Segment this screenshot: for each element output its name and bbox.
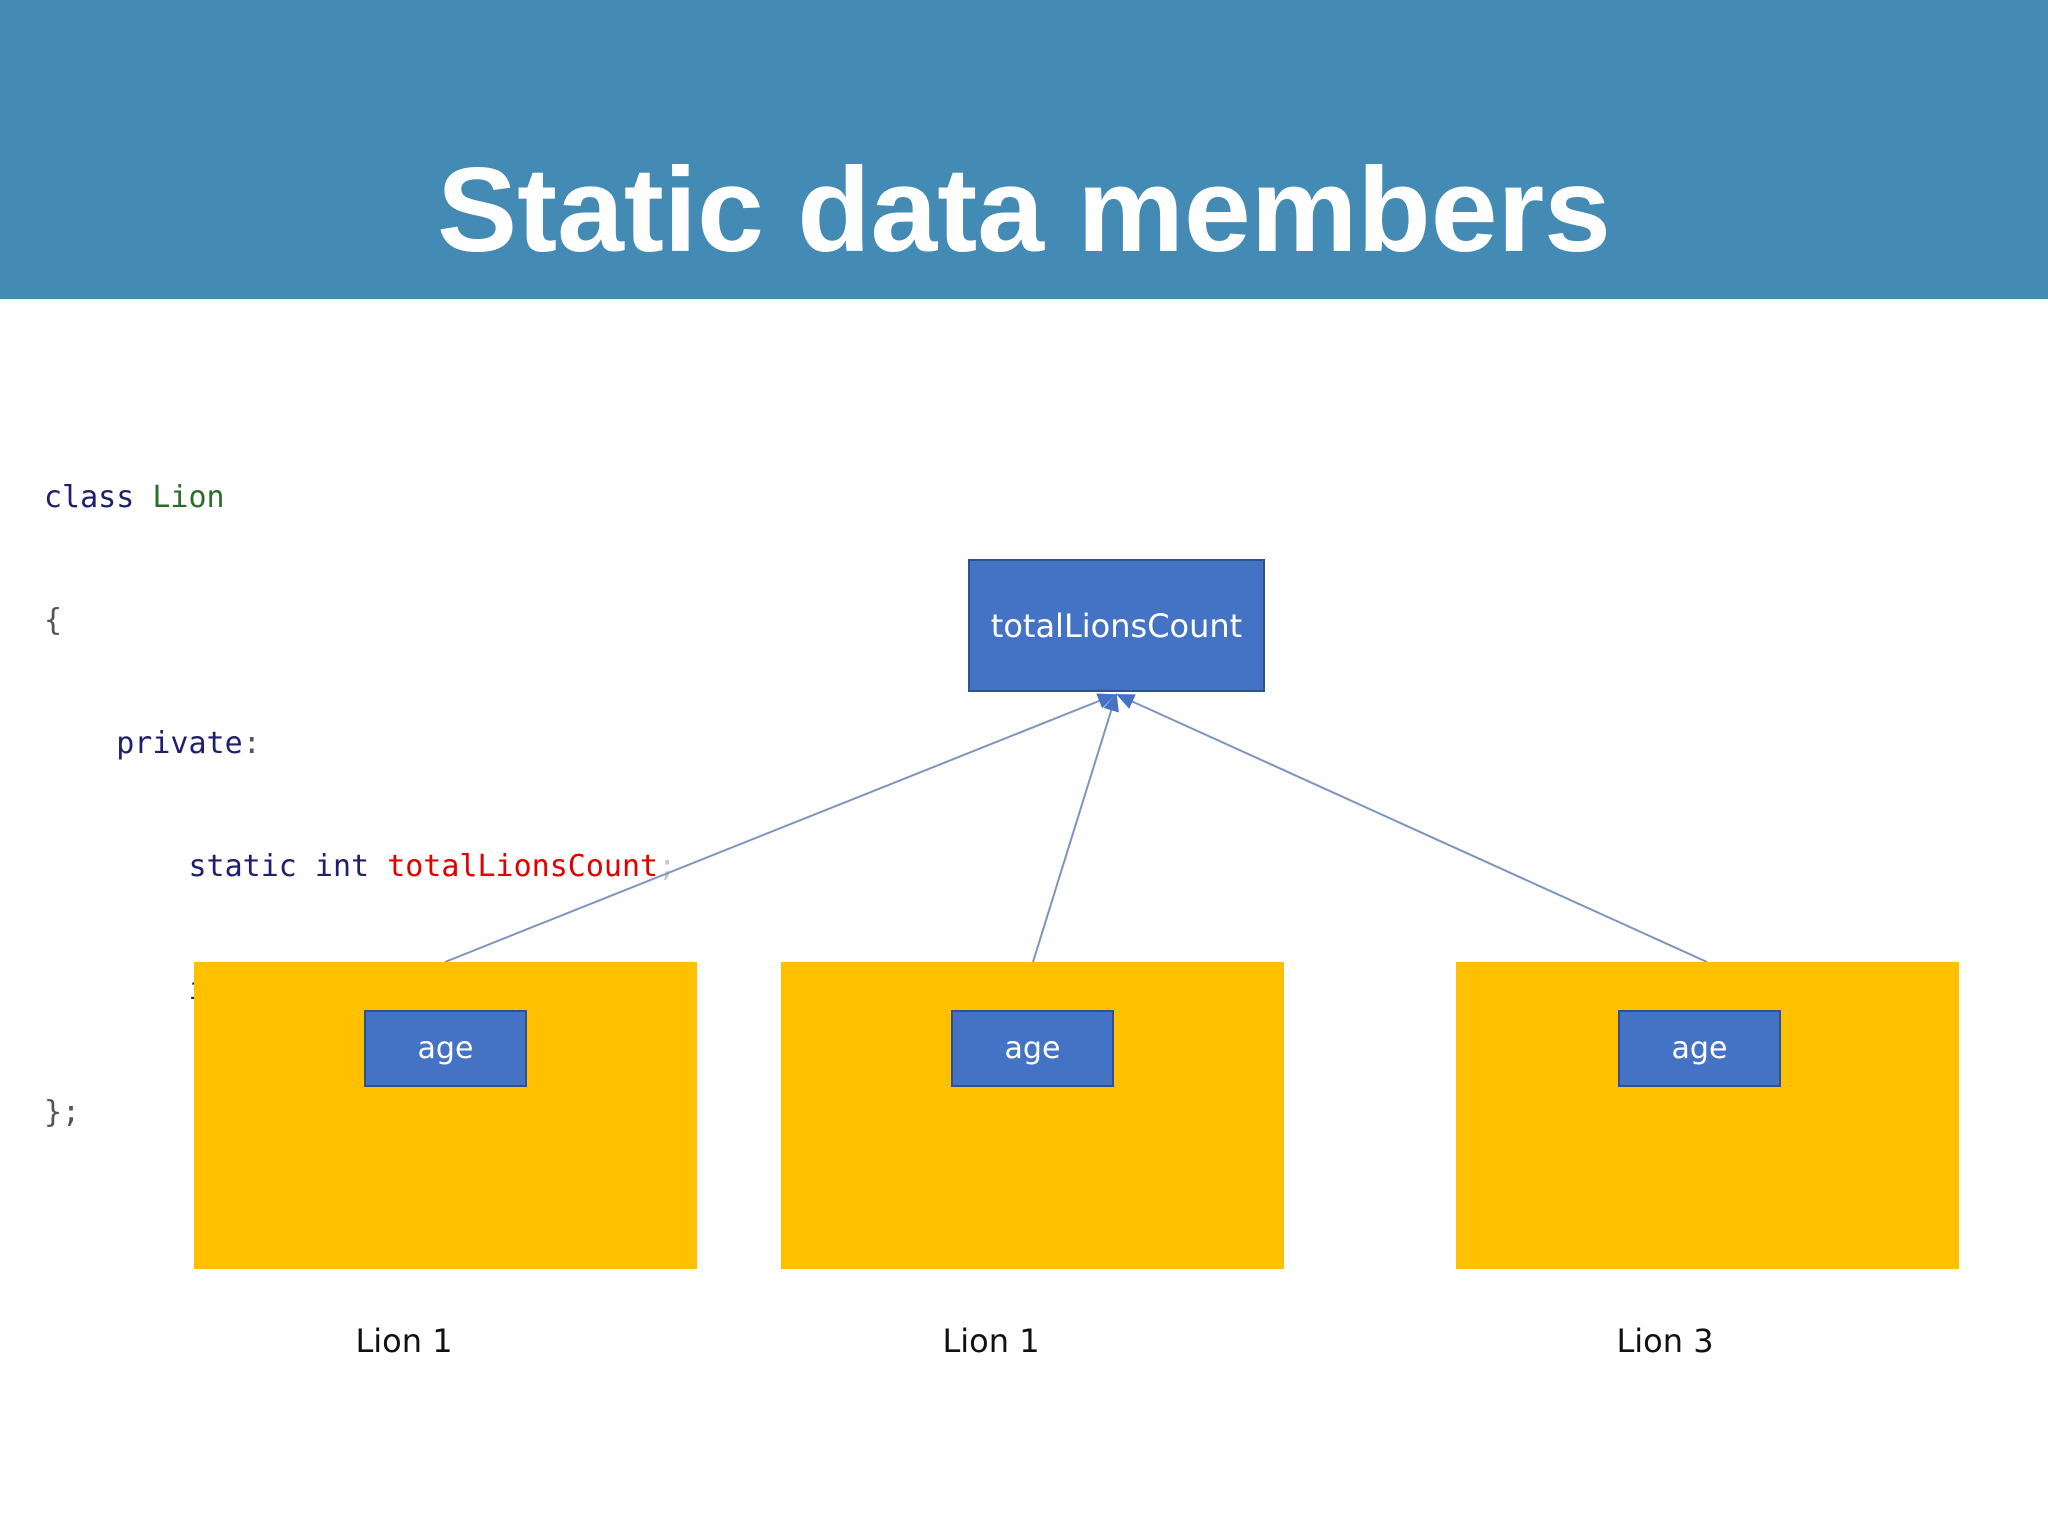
slide-header: [0, 0, 2048, 299]
code-line-3: private:: [116, 726, 261, 761]
lion-label-3: Lion 3: [1616, 1322, 1714, 1360]
lion-label-1: Lion 1: [355, 1322, 453, 1360]
connector-lion-2: [1032, 693, 1119, 963]
code-line-4: static int totalLionsCount;: [188, 849, 677, 884]
slide-title: Static data members: [437, 143, 1611, 277]
lion-instance-box-2: age: [781, 962, 1284, 1269]
code-snippet: class Lion { private: static int totalLi…: [44, 395, 676, 1174]
static-member-box: totalLionsCount: [968, 559, 1265, 692]
age-member-box-3: age: [1618, 1010, 1781, 1087]
lion-label-2: Lion 1: [942, 1322, 1040, 1360]
code-line-2: {: [44, 603, 63, 638]
age-member-box-2: age: [951, 1010, 1114, 1087]
connector-lion-1: [444, 693, 1116, 963]
lion-instance-box-1: age: [194, 962, 697, 1269]
code-line-6: };: [44, 1095, 81, 1130]
connector-lion-3: [1116, 694, 1708, 963]
age-member-box-1: age: [364, 1010, 527, 1087]
code-line-1: class Lion: [44, 480, 225, 515]
lion-instance-box-3: age: [1456, 962, 1959, 1269]
